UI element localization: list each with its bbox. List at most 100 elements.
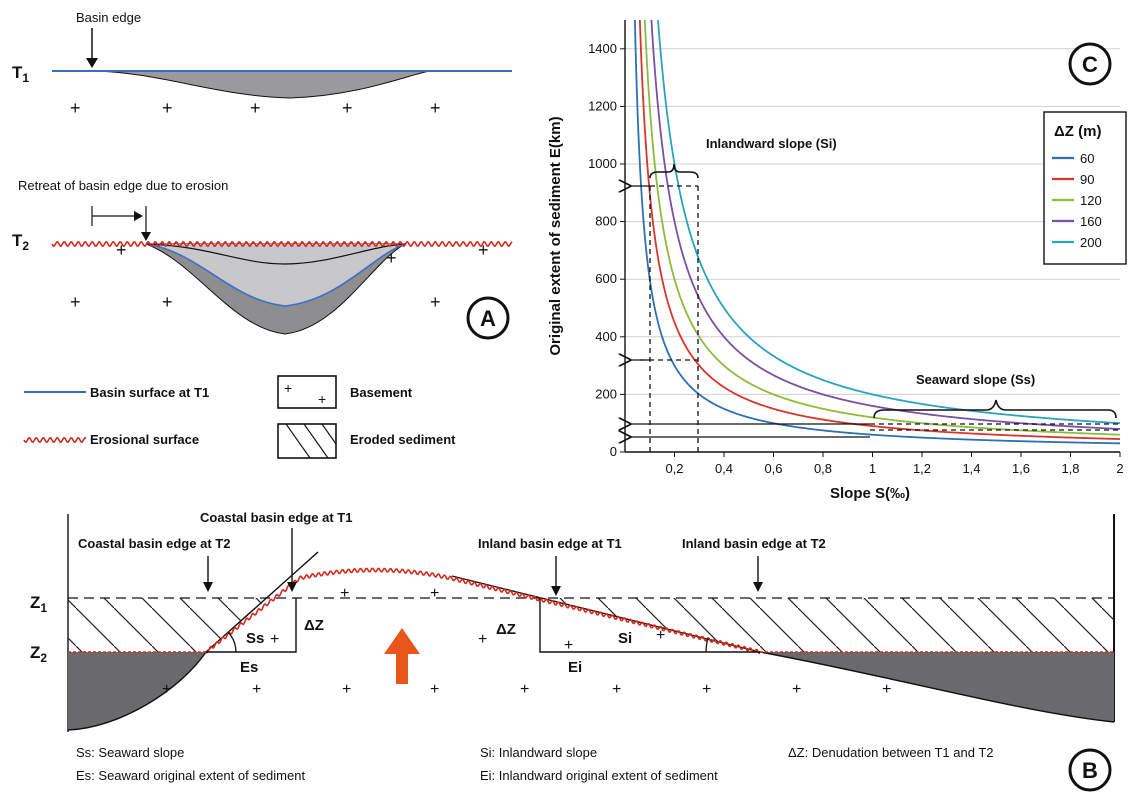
x-tick-label: 1,4 xyxy=(962,461,980,476)
t2-label: T2 xyxy=(12,231,29,253)
ei-label: Ei xyxy=(568,659,582,676)
legend-basement-mark-2: + xyxy=(318,391,326,407)
t1-basement-marks: + + + + + xyxy=(70,98,441,118)
svg-text:+: + xyxy=(70,98,81,118)
legend-basin-surface-label: Basin surface at T1 xyxy=(90,385,209,400)
svg-text:+: + xyxy=(430,292,441,312)
svg-text:+: + xyxy=(342,98,353,118)
legend-basement-label: Basement xyxy=(350,385,413,400)
chart-legend-title: ΔZ (m) xyxy=(1054,123,1101,140)
legend-label-90: 90 xyxy=(1080,172,1094,187)
inland-slope-label: Inlandward slope (Si) xyxy=(706,136,837,151)
legend-a: Basin surface at T1 Erosional surface + … xyxy=(23,375,456,459)
svg-text:+: + xyxy=(564,637,573,654)
x-tick-label: 1,8 xyxy=(1061,461,1079,476)
legend-label-200: 200 xyxy=(1080,235,1102,250)
t1-label: T1 xyxy=(12,63,29,85)
x-tick-label: 0,6 xyxy=(764,461,782,476)
svg-text:+: + xyxy=(478,240,489,260)
seaward-slope-label: Seaward slope (Ss) xyxy=(916,372,1035,387)
basin-floor-right xyxy=(759,651,1115,723)
legend-eroded-label: Eroded sediment xyxy=(350,432,456,447)
eroded-sediment-left xyxy=(68,598,268,652)
svg-text:+: + xyxy=(116,240,127,260)
panel-a: Basin edge T1 + + + + + Retreat of basin… xyxy=(12,10,513,340)
x-tick-label: 1,6 xyxy=(1012,461,1030,476)
t2-former-surface xyxy=(145,243,406,307)
panel-b: Z1 Z2 Ss ΔZ Es ΔZ Si Ei + + + + + + + + … xyxy=(30,510,1115,792)
z2-label: Z2 xyxy=(30,643,47,665)
svg-text:+: + xyxy=(252,681,261,698)
x-tick-label: 2 xyxy=(1116,461,1123,476)
legend-erosional-swatch xyxy=(23,436,87,444)
basin-floor-left xyxy=(67,651,207,731)
legend-label-160: 160 xyxy=(1080,214,1102,229)
chart-x-axis-label: Slope S(‰) xyxy=(830,485,910,502)
t2-inner-surface xyxy=(145,243,406,265)
series-curve-120 xyxy=(643,20,1120,436)
panel-a-badge-circle xyxy=(466,296,510,340)
chart-legend-box xyxy=(1043,111,1127,265)
x-tick-label: 1 xyxy=(869,461,876,476)
panel-c-badge-circle xyxy=(1068,42,1112,86)
coastal-t2-arrowhead xyxy=(203,582,213,592)
y-tick-label: 400 xyxy=(595,329,617,344)
svg-text:+: + xyxy=(430,681,439,698)
retreat-label: Retreat of basin edge due to erosion xyxy=(18,178,228,193)
svg-text:+: + xyxy=(656,627,665,644)
series-curve-60 xyxy=(634,20,1120,445)
series-curve-160 xyxy=(650,20,1120,430)
inland-t2-arrowhead xyxy=(753,582,763,592)
panel-b-badge: B xyxy=(1082,758,1098,783)
retreat-arrowhead-down xyxy=(141,232,151,241)
inland-brace xyxy=(649,163,699,179)
panel-b-basement-marks: + + + + + + + + + + + + + + + xyxy=(162,585,891,698)
uplift-arrow xyxy=(384,628,420,684)
svg-text:+: + xyxy=(792,681,801,698)
x-tick-label: 0,8 xyxy=(814,461,832,476)
x-tick-label: 1,2 xyxy=(913,461,931,476)
y-tick-label: 1400 xyxy=(588,41,617,56)
t1-sediment-fill xyxy=(91,70,431,99)
retreat-arrowhead xyxy=(134,211,143,221)
panel-a-badge: A xyxy=(480,306,496,331)
inland-triangle xyxy=(539,598,760,653)
seaward-slope-line xyxy=(205,551,319,653)
t2-basement-marks: + + + + + + xyxy=(70,240,489,312)
es-label: Es xyxy=(240,659,258,676)
svg-text:+: + xyxy=(162,98,173,118)
note-ei: Ei: Inlandward original extent of sedime… xyxy=(480,768,718,783)
series-curve-90 xyxy=(638,20,1120,440)
chart-arrows xyxy=(630,186,870,437)
panel-b-badge-circle xyxy=(1068,748,1112,792)
t2-eroded-sediment xyxy=(146,244,405,306)
z1-label: Z1 xyxy=(30,593,47,615)
legend-erosional-label: Erosional surface xyxy=(90,432,199,447)
svg-text:+: + xyxy=(520,681,529,698)
svg-text:+: + xyxy=(478,631,487,648)
basin-edge-arrowhead xyxy=(86,58,98,68)
y-tick-label: 800 xyxy=(595,214,617,229)
note-es: Es: Seaward original extent of sediment xyxy=(76,768,305,783)
legend-basement-swatch xyxy=(277,375,337,409)
svg-text:+: + xyxy=(340,585,349,602)
eroded-sediment-right xyxy=(540,598,1114,652)
coastal-t1-label: Coastal basin edge at T1 xyxy=(200,510,352,525)
x-tick-label: 0,2 xyxy=(665,461,683,476)
svg-text:+: + xyxy=(386,248,397,268)
svg-text:+: + xyxy=(70,292,81,312)
series-curve-200 xyxy=(657,20,1120,425)
y-tick-label: 1200 xyxy=(588,98,617,113)
coastal-t2-label: Coastal basin edge at T2 xyxy=(78,536,230,551)
chart-grid xyxy=(625,48,1120,395)
note-ss: Ss: Seaward slope xyxy=(76,745,184,760)
note-si: Si: Inlandward slope xyxy=(480,745,597,760)
inland-t1-arrowhead xyxy=(551,586,561,596)
basin-edge-label: Basin edge xyxy=(76,10,141,25)
y-tick-label: 1000 xyxy=(588,156,617,171)
svg-text:+: + xyxy=(162,681,171,698)
